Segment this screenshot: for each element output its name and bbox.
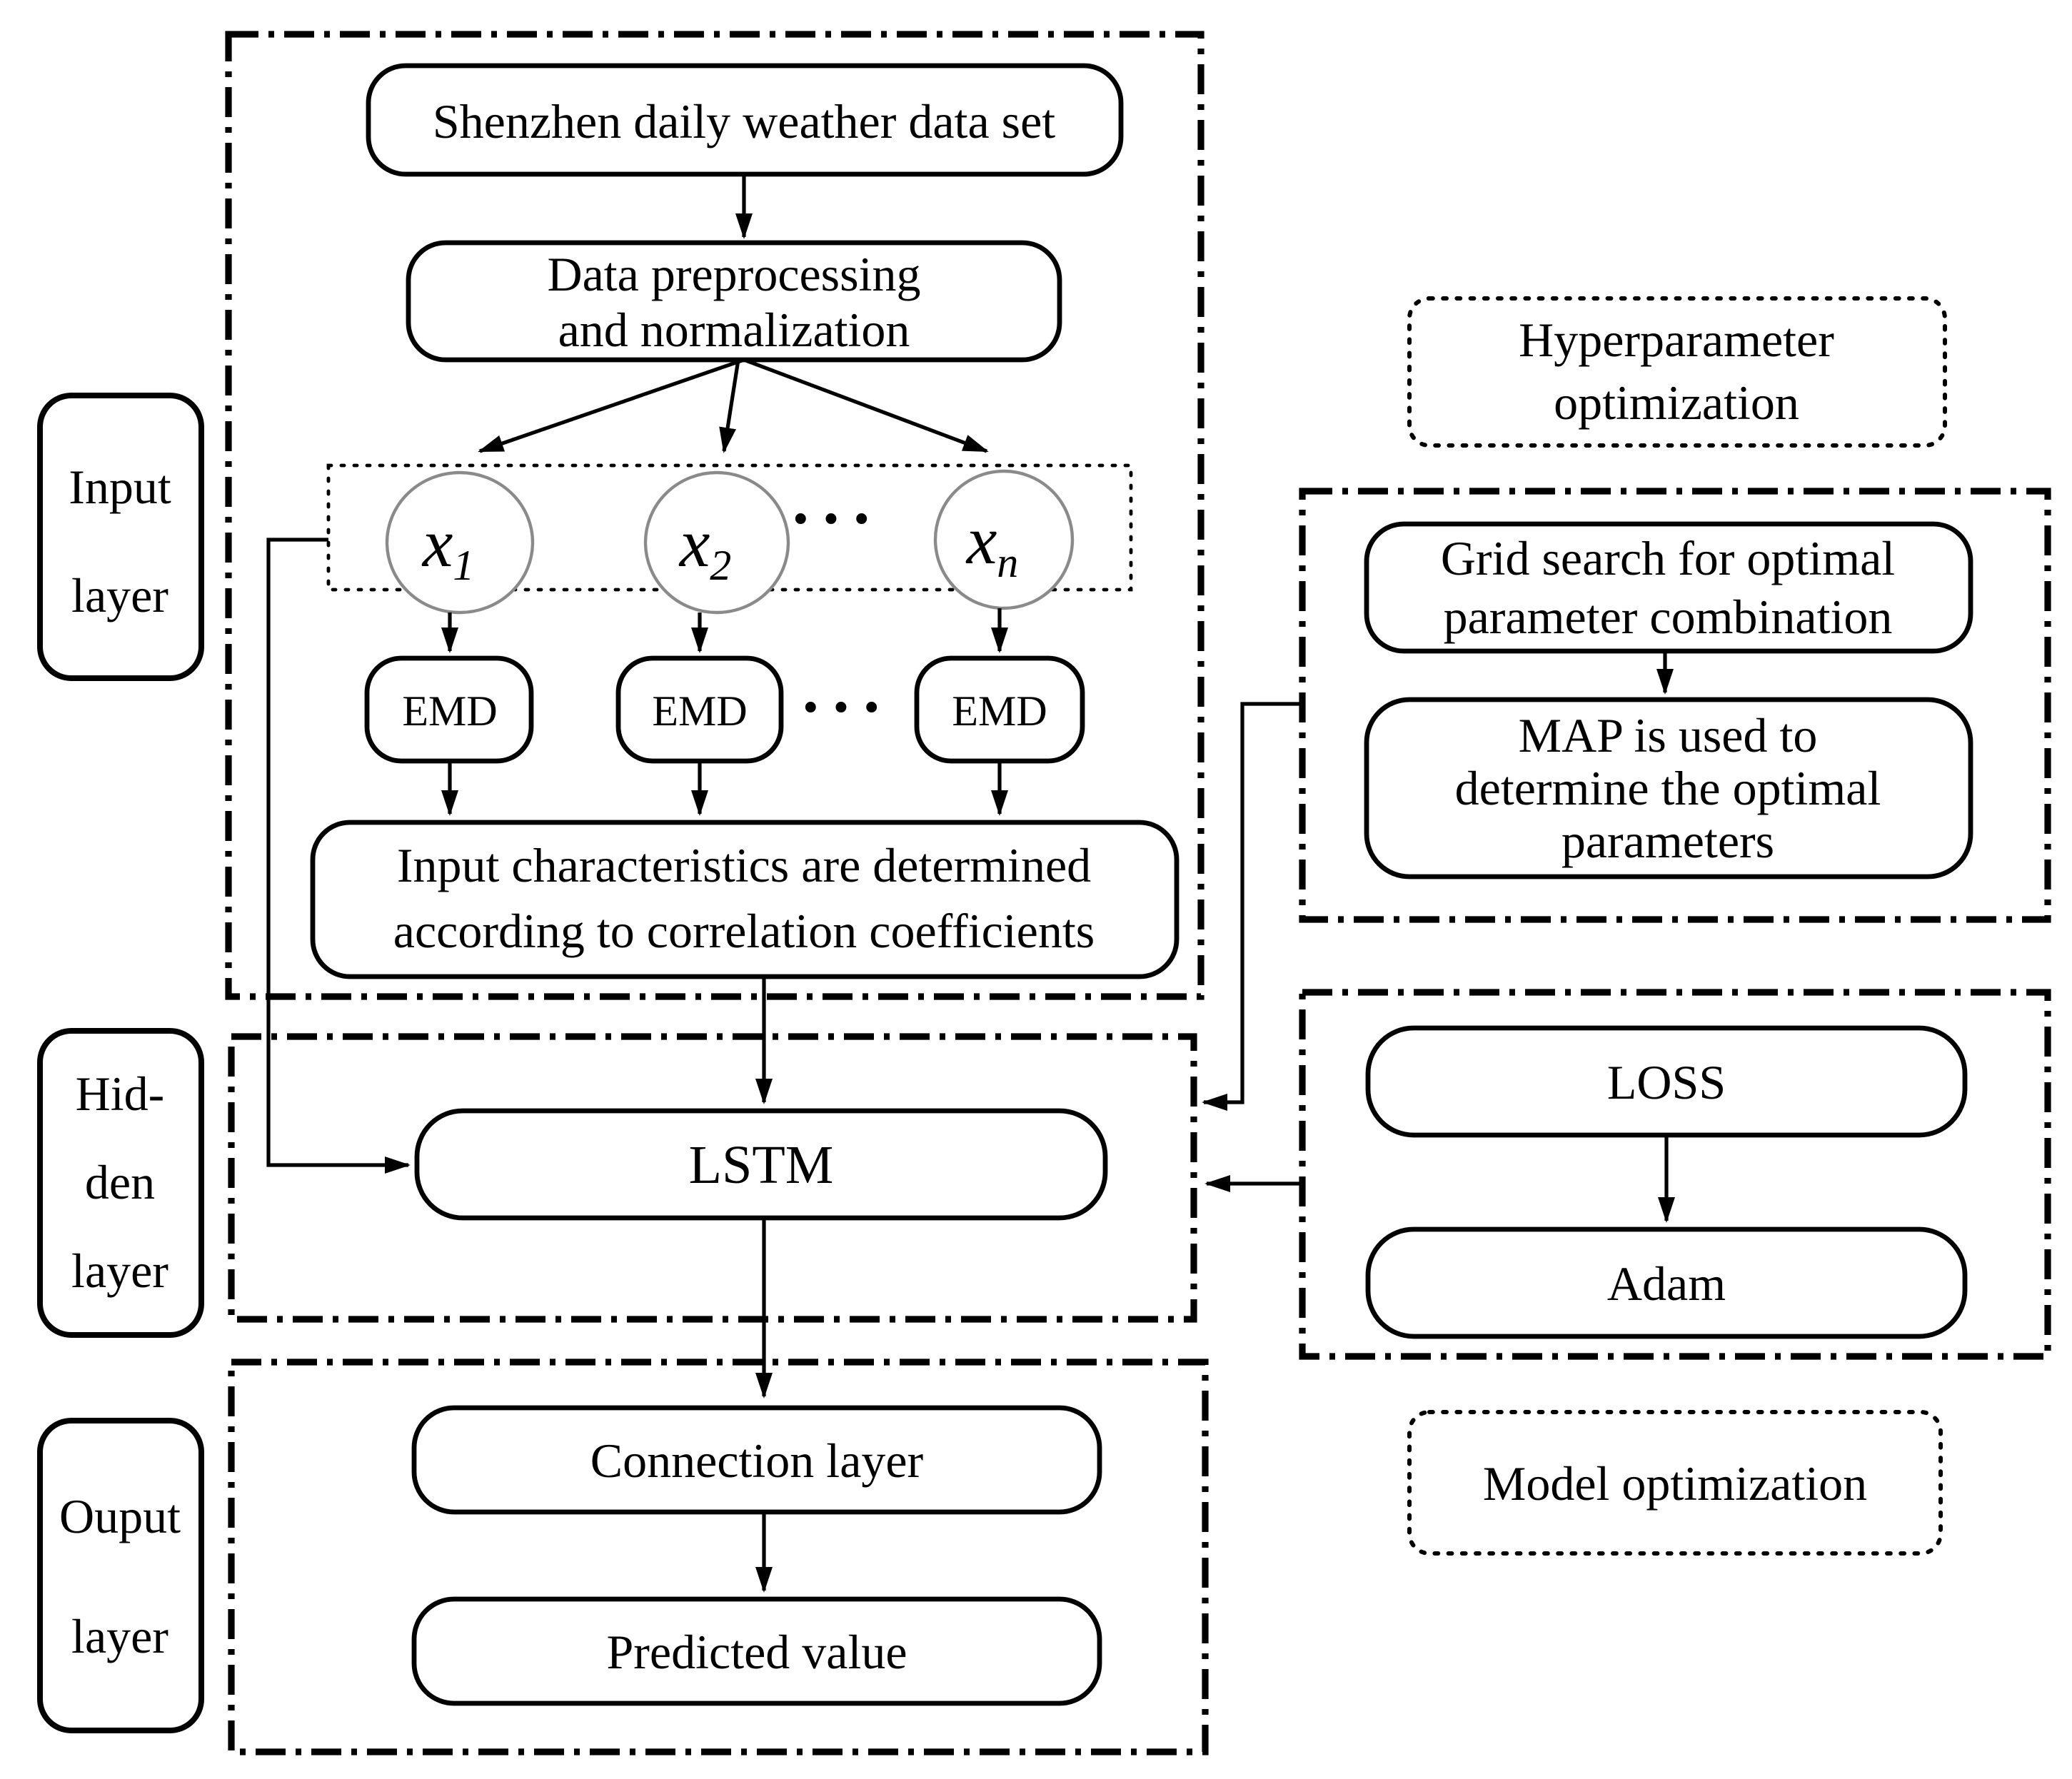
connection-layer-node: Connection layer [411,1405,1102,1515]
emd1-label: EMD [402,687,497,735]
output-layer-label: Ouput layer [37,1418,204,1733]
dataset-node: Shenzhen daily weather data set [366,63,1124,177]
xn-base: x [965,502,997,578]
output-layer-label-line2: layer [71,1609,169,1663]
x2-node: x2 [643,470,790,615]
hidden-layer-label-line3: layer [71,1244,169,1298]
loss-node: LOSS [1365,1025,1968,1138]
map-line2: determine the optimal [1455,761,1881,815]
predicted-value-label: Predicted value [606,1625,907,1679]
dots-between-emd: ··· [800,670,891,743]
adam-label: Adam [1607,1256,1726,1311]
hidden-layer-container-box [228,1033,1197,1323]
input-layer-label-line1: Input [69,460,171,514]
hyperparameter-tag-line2: optimization [1554,376,1799,430]
x1-base: x [421,505,453,581]
input-layer-label-line2: layer [71,568,169,623]
output-layer-container-box [228,1359,1209,1755]
svg-text:xn: xn [965,502,1019,587]
preprocess-node: Data preprocessing and normalization [406,240,1062,363]
map-line3: parameters [1561,814,1774,868]
feedback-line-xnodes-to-lstm [266,538,411,1174]
hidden-layer-label: Hid- den layer [37,1028,204,1338]
adam-node: Adam [1365,1226,1968,1339]
hidden-layer-label-line1: Hid- [76,1067,165,1121]
lstm-node: LSTM [414,1108,1108,1221]
input-characteristics-node: Input characteristics are determined acc… [310,820,1180,979]
arrow-hyperparameter-to-hidden [1202,702,1302,1111]
loss-label: LOSS [1607,1055,1726,1109]
dots-between-x: ··· [790,482,881,555]
emd2-node: EMD [615,655,784,764]
input-layer-container-box [225,31,1205,1000]
emd1-node: EMD [364,655,534,764]
xn-sub: n [997,539,1018,586]
x2-sub: 2 [710,542,731,589]
dataset-label: Shenzhen daily weather data set [433,94,1055,148]
arrow-preprocess-to-xn [743,358,989,453]
x1-node: x1 [385,470,535,615]
svg-text:x1: x1 [421,505,475,590]
input-layer-label: Input layer [37,393,204,681]
arrow-preprocess-to-x2 [719,359,740,453]
map-line1: MAP is used to [1519,708,1818,762]
emd3-label: EMD [952,687,1047,735]
grid-search-line2: parameter combination [1444,590,1893,644]
svg-text:x2: x2 [678,505,732,590]
preprocess-label-line2: and normalization [558,303,910,357]
hyperparameter-optimization-tag: Hyperparameter optimization [1407,296,1947,448]
predicted-value-node: Predicted value [411,1596,1102,1706]
grid-search-node: Grid search for optimal parameter combin… [1364,521,1973,654]
connection-layer-label: Connection layer [590,1433,924,1488]
emd3-node: EMD [914,655,1085,764]
input-characteristics-line2: according to correlation coefficients [393,904,1095,958]
hidden-layer-label-line2: den [85,1155,155,1209]
output-layer-label-line1: Ouput [59,1489,181,1543]
preprocess-label-line1: Data preprocessing [547,247,920,301]
x1-sub: 1 [453,542,474,589]
arrow-preprocess-to-x1 [478,358,745,453]
lstm-label: LSTM [689,1135,834,1195]
xn-node: xn [933,469,1075,610]
input-characteristics-line1: Input characteristics are determined [397,838,1091,892]
model-optimization-label: Model optimization [1483,1456,1867,1511]
model-optimization-tag: Model optimization [1407,1410,1943,1556]
hyperparameter-tag-line1: Hyperparameter [1519,313,1834,367]
emd2-label: EMD [652,687,747,735]
x2-base: x [678,505,710,581]
map-node: MAP is used to determine the optimal par… [1364,697,1973,880]
grid-search-line1: Grid search for optimal [1441,531,1895,585]
